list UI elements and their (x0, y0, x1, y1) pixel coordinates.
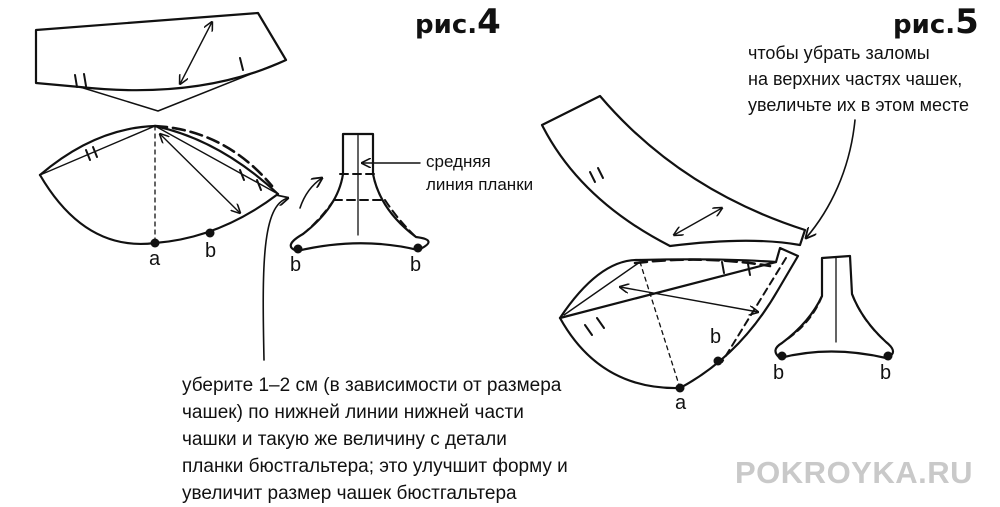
fig5-note-line-1: чтобы убрать заломы (748, 43, 930, 63)
fig5-label-a: a (675, 392, 687, 414)
fig5-note-line-2: на верхних частях чашек, (748, 69, 963, 89)
fig4-upper-cup-piece (34, 11, 288, 112)
fig4-band-point-b-right (413, 243, 423, 253)
fig4-upper-stretch-arrow (180, 22, 212, 84)
fig4-title-number: 4 (477, 2, 501, 42)
fig4-band-point-b-left (293, 244, 303, 254)
site-watermark: POKROYKA.RU (735, 455, 974, 490)
fig4-point-b (205, 228, 215, 238)
fig4-bracket-note-line-1: средняя (426, 152, 491, 171)
fig4-caption-line-2: чашек) по нижней линии нижней части (182, 402, 524, 423)
fig4-title-prefix: рис. (415, 10, 478, 40)
fig4-point-a (150, 238, 160, 248)
fig5-lower-stretch-arrow (620, 287, 758, 312)
fig5-title-prefix: рис. (893, 10, 956, 40)
fig5-band-piece (774, 254, 895, 360)
fig5-title: рис.5 (893, 2, 979, 42)
fig4-label-a: a (149, 248, 161, 270)
fig4-bracket-note: средняя линия планки (426, 150, 533, 196)
fig5-lower-cup-piece (558, 246, 800, 390)
fig5-note-line-3: увеличьте их в этом месте (748, 95, 970, 115)
fig5-label-b: b (710, 326, 722, 348)
fig5-band-label-b-right: b (880, 362, 892, 384)
fig4-caption-line-3: чашки и такую же величину с детали (182, 429, 507, 450)
fig4-band-label-b-right: b (410, 254, 422, 276)
fig4-caption-line-5: увеличит размер чашек бюстгальтера (182, 483, 517, 504)
fig4-caption-line-4: планки бюстгальтера; это улучшит форму и (182, 456, 568, 477)
fig4-band-piece (289, 132, 430, 253)
fig5-band-point-b-right (883, 351, 893, 361)
fig5-point-a (675, 383, 685, 393)
fig4-label-b: b (205, 240, 217, 262)
fig4-band-label-b-left: b (290, 254, 302, 276)
fig4-lower-cup-piece (38, 124, 280, 245)
fig5-upper-stretch-arrow (674, 208, 722, 235)
fig4-bracket-note-line-2: линия планки (426, 175, 534, 194)
fig4-pointer-arrow (262, 198, 288, 361)
fig5-title-number: 5 (955, 2, 979, 42)
fig5-point-b (713, 356, 723, 366)
fig5-note-arrow (806, 119, 856, 238)
fig4-caption: уберите 1–2 см (в зависимости от размера… (182, 372, 568, 507)
fig5-upper-piece (540, 94, 856, 248)
fig4-title: рис.4 (415, 2, 501, 42)
fig5-note: чтобы убрать заломы на верхних частях ча… (748, 40, 969, 118)
fig4-lower-stretch-arrow (160, 134, 240, 213)
fig5-band-point-b-left (777, 351, 787, 361)
fig5-band-label-b-left: b (773, 362, 785, 384)
fig4-caption-line-1: уберите 1–2 см (в зависимости от размера (182, 375, 562, 396)
